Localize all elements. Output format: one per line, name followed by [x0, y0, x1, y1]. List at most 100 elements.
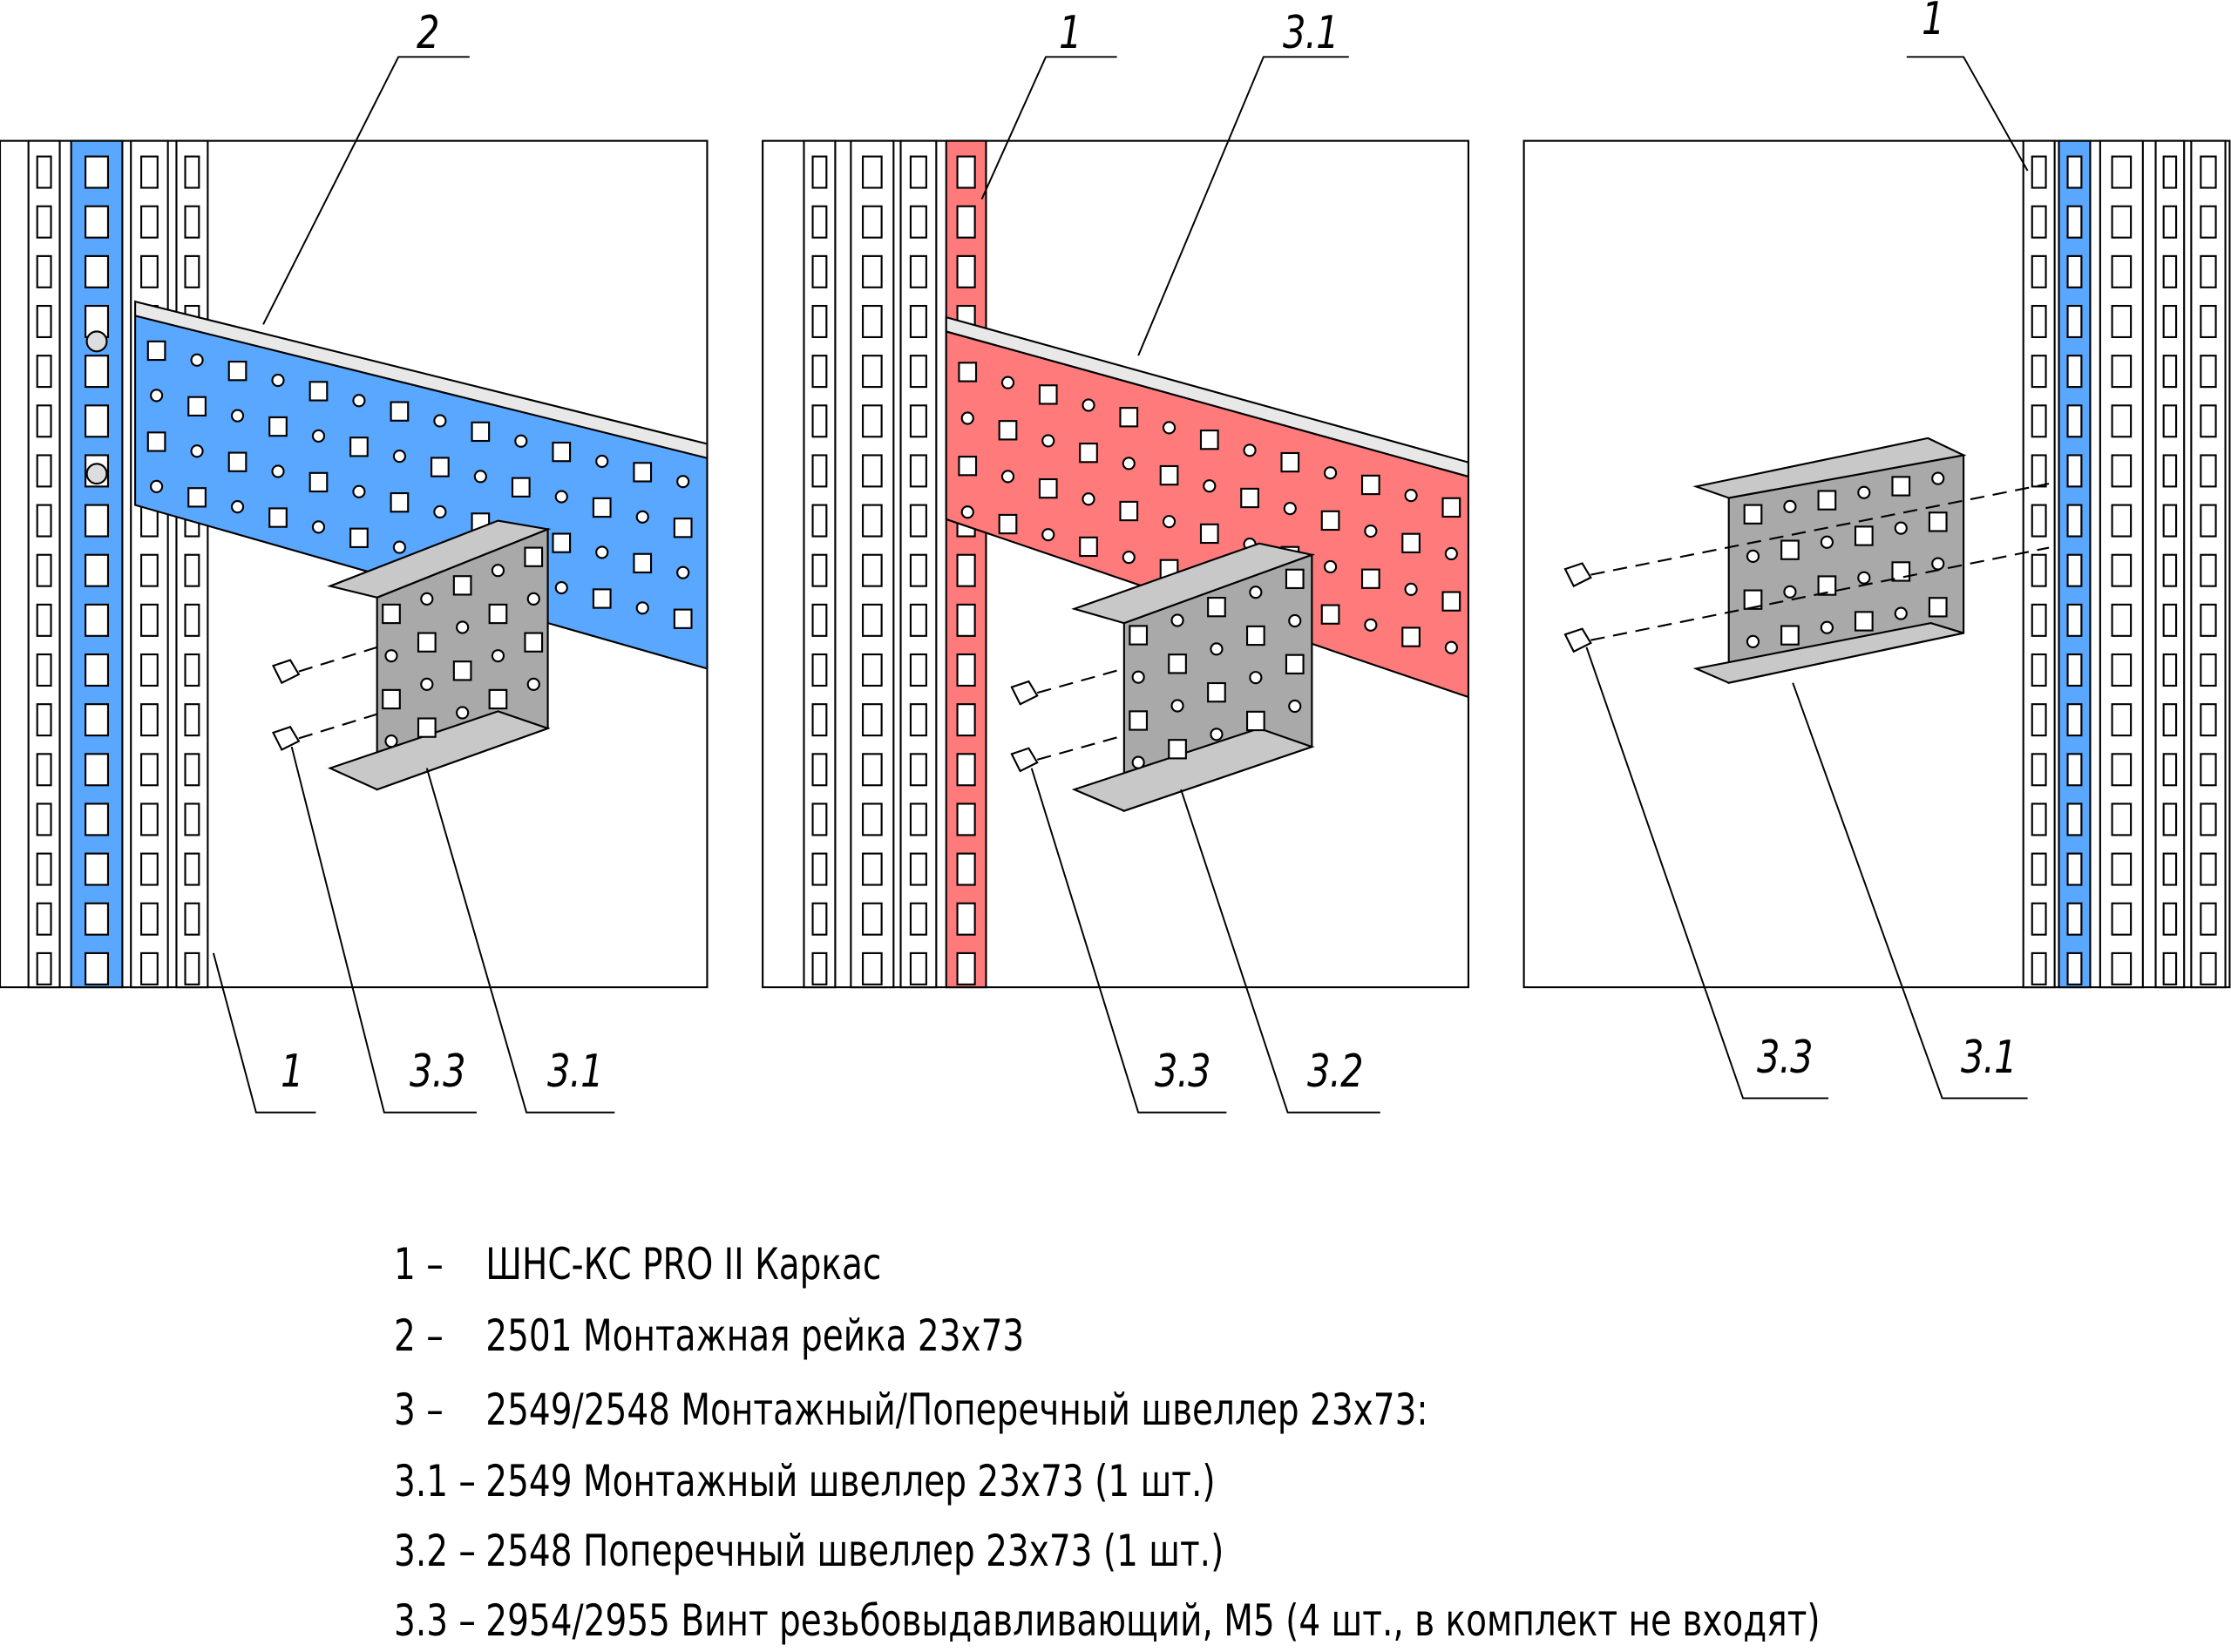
hole	[524, 632, 544, 653]
slot	[2200, 603, 2217, 637]
hole	[1159, 464, 1179, 486]
hole	[1444, 546, 1458, 561]
slot	[2162, 205, 2178, 239]
hole	[1079, 536, 1098, 558]
slot	[862, 504, 883, 538]
hole	[1280, 451, 1300, 473]
slot	[184, 603, 200, 637]
slot	[2162, 653, 2178, 687]
slot	[85, 802, 110, 836]
slot	[2111, 703, 2133, 737]
slot	[909, 902, 927, 936]
slot	[2111, 155, 2133, 189]
hole	[187, 396, 207, 416]
hole	[1746, 549, 1760, 563]
slot	[2066, 951, 2083, 985]
slot	[811, 304, 828, 339]
slot	[140, 951, 159, 985]
slot	[36, 653, 52, 687]
hole	[1817, 575, 1837, 596]
slot	[2111, 254, 2133, 288]
callout-1: 1	[281, 1046, 303, 1098]
hole	[227, 361, 248, 382]
slot	[811, 703, 828, 737]
legend-num: 1 –	[394, 1239, 444, 1290]
screw-icon	[271, 713, 377, 751]
slot	[85, 205, 110, 239]
callout-3-1: 3.1	[1283, 7, 1339, 59]
hole	[1364, 524, 1378, 538]
screw-icon	[1010, 735, 1125, 773]
hole	[958, 456, 978, 477]
hole	[1243, 443, 1257, 457]
slot	[2066, 902, 2083, 936]
hole	[1129, 710, 1149, 731]
hole	[431, 457, 450, 477]
slot	[956, 254, 976, 288]
hole	[349, 437, 369, 457]
slot	[862, 553, 883, 587]
hole	[1320, 604, 1340, 625]
slot	[811, 254, 828, 288]
hole	[673, 518, 693, 538]
hole	[1246, 625, 1265, 647]
hole	[1079, 443, 1098, 464]
slot	[2200, 653, 2217, 687]
hole	[1000, 376, 1015, 389]
slot	[956, 852, 976, 886]
hole	[1170, 613, 1184, 627]
slot	[2111, 553, 2133, 587]
hole	[1210, 642, 1224, 656]
slot	[2162, 553, 2178, 587]
hole	[511, 477, 531, 498]
hole	[1082, 492, 1095, 506]
slot	[956, 653, 976, 687]
hole	[524, 546, 544, 567]
hole	[491, 564, 505, 578]
slot	[2066, 753, 2083, 787]
legend-item: 3.3 –2954/2955 Винт резьбовыдавливающий,…	[394, 1595, 1821, 1646]
hole	[1038, 477, 1058, 499]
panel-2	[762, 139, 1470, 989]
hole	[150, 479, 164, 493]
hole	[960, 411, 974, 425]
slot	[2200, 155, 2217, 189]
legend-item: 2 –2501 Монтажная рейка 23x73	[394, 1310, 1024, 1361]
slot	[2031, 951, 2047, 985]
slot	[85, 155, 110, 189]
slot	[2031, 703, 2047, 737]
hole	[1360, 568, 1380, 589]
hole	[1743, 589, 1763, 610]
hole	[456, 620, 470, 634]
slot	[862, 404, 883, 438]
hole	[1364, 618, 1378, 632]
legend-text: 2501 Монтажная рейка 23x73	[485, 1310, 1025, 1361]
slot	[909, 653, 927, 687]
slot	[140, 653, 159, 687]
slot	[2200, 753, 2217, 787]
screw-icon	[1010, 667, 1125, 706]
panel-1	[0, 139, 709, 989]
legend-num: 3 –	[394, 1385, 444, 1435]
hole	[1119, 407, 1139, 428]
frame-post	[27, 139, 209, 989]
hole	[433, 414, 447, 428]
hole	[1199, 429, 1219, 450]
hole	[1857, 485, 1871, 499]
hole	[390, 401, 410, 422]
slot	[140, 254, 159, 288]
hole	[1199, 523, 1219, 545]
slot	[909, 155, 927, 189]
slot	[811, 404, 828, 438]
slot	[140, 553, 159, 587]
hole	[1401, 532, 1421, 553]
slot	[862, 653, 883, 687]
slot	[2031, 852, 2047, 886]
slot	[85, 653, 110, 687]
hole	[526, 592, 540, 606]
legend-item: 3.2 –2548 Поперечный швеллер 23x73 (1 шт…	[394, 1526, 1224, 1576]
hole	[1931, 471, 1945, 485]
hole	[1931, 557, 1945, 571]
legend-text: 2549 Монтажный швеллер 23x73 (1 шт.)	[485, 1456, 1216, 1506]
slot	[85, 404, 110, 438]
